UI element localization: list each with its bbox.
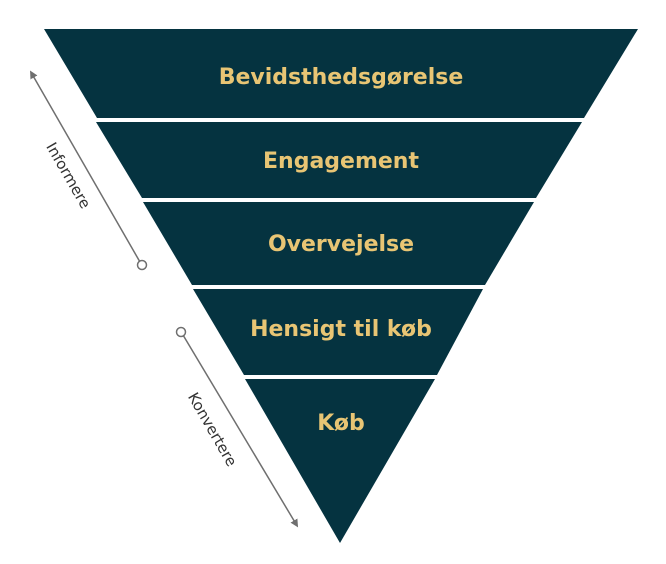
konvertere-label: Konvertere: [184, 389, 241, 469]
informere-arrow-endpoint-icon: [136, 259, 148, 271]
funnel-stage-purchase: [245, 379, 435, 543]
funnel-stages: Bevidsthedsgørelse Engagement Overvejels…: [44, 29, 638, 543]
funnel-stage-engagement-label: Engagement: [263, 149, 419, 174]
funnel-stage-purchase-label: Køb: [317, 411, 365, 436]
funnel-stage-awareness: [44, 29, 638, 118]
funnel-stage-engagement: [96, 122, 582, 198]
konvertere-arrow: [182, 334, 299, 528]
funnel-stage-intent-label: Hensigt til køb: [250, 317, 432, 342]
informere-arrow: [30, 70, 141, 263]
funnel-stage-consideration-label: Overvejelse: [268, 232, 414, 257]
informere-label: Informere: [42, 139, 94, 211]
funnel-stage-awareness-label: Bevidsthedsgørelse: [219, 65, 464, 90]
funnel-stage-consideration: [143, 202, 534, 285]
konvertere-arrow-endpoint-icon: [175, 326, 187, 338]
funnel-stage-intent: [193, 289, 483, 375]
